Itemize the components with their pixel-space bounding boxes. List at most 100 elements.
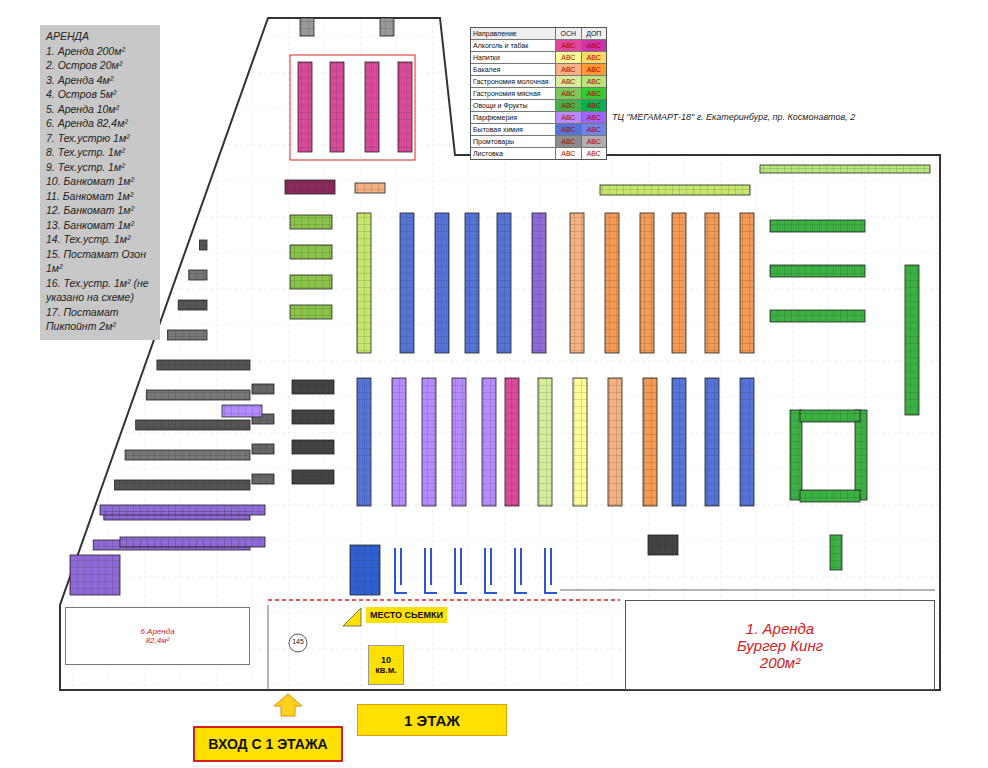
legend-text: Листовка [471,148,556,159]
shelf-unit [70,555,120,595]
shelf-cells [855,410,867,500]
shelf-unit [452,378,466,506]
area-label: 1. Аренда 200м² [46,44,156,59]
shelf-cells [672,378,686,506]
shelf-unit [482,378,496,506]
shelf-cells [365,62,379,152]
area-label: 6 Аренда 82,4м² [128,627,188,645]
area-label: 15. Постамат Озон 1м² [46,247,156,276]
checkout-counter [515,548,527,593]
table-cell: АВС [587,114,601,121]
checkout-counter [395,548,407,593]
shelf-unit [800,410,860,422]
shelf-cells [505,378,519,506]
shelf-cells [672,213,686,353]
entrance-arrow [274,694,302,716]
legend-row: НапиткиАВСАВС [471,51,606,63]
shelf-unit [505,378,519,506]
legend-swatch: АВС [556,40,581,51]
shelf-cells [292,410,334,424]
zone-frame [290,55,415,160]
table-cell: АВС [587,54,601,61]
area-label: 1 ЭТАЖ [404,712,460,729]
legend-text: Парфюмерия [471,112,556,123]
checkout-counter [455,548,467,593]
photo-marker [343,608,361,626]
shelf-unit [292,380,334,394]
shelf-unit [114,480,250,490]
checkout-counter [485,548,497,593]
shelf-cells [605,213,619,353]
table-cell: АВС [587,42,601,49]
shelf-cells [252,384,274,394]
shelf-unit [435,213,449,353]
shelf-cells [452,378,466,506]
legend-row: БакалеяАВСАВС [471,63,606,75]
shelf-cells [648,535,678,555]
shelf-unit [648,535,678,555]
extra-swatch: АВС [582,112,606,123]
table-cell: АВС [587,102,601,109]
shelf-cells [905,265,919,415]
shelf-unit [290,245,332,259]
table-cell: АВС [587,66,601,73]
legend-header: НаправлениеОСНДОП [471,28,606,39]
shelf-cells [189,270,207,280]
shelf-unit [168,330,207,340]
shelf-cells [298,62,312,152]
shelf-cells [199,240,207,250]
shelf-cells [643,378,657,506]
building-floor [60,18,940,690]
legend-row: Бытовая химияАВСАВС [471,123,606,135]
text-holder: 1. Аренда Бургер Кинг 200м² [720,620,840,671]
shelf-unit [855,410,867,500]
table-cell: АВС [561,66,575,73]
shelf-unit [608,378,622,506]
legend-swatch: АВС [556,64,581,75]
area-label: 10. Банкомат 1м² [46,174,156,189]
table-cell: АВС [587,90,601,97]
shelf-unit [740,378,754,506]
shelf-cells [435,213,449,353]
shelf-cells [770,265,865,277]
table-cell: АВС [561,150,575,157]
floor-tag: 1 ЭТАЖ [357,704,507,736]
callout-number: 145 [290,638,306,645]
shelf-unit [532,213,546,353]
shelf-cells [290,245,332,259]
shelf-unit [800,490,860,502]
shelf-cells [350,545,380,595]
shelf-unit [290,275,332,289]
area-label: 2. Остров 20м² [46,58,156,73]
area-label: 4. Остров 5м² [46,87,156,102]
photo-spot-tag: МЕСТО СЬЕМКИ [366,607,447,623]
area-label: 14. Тех.устр. 1м² [46,232,156,247]
shelf-cells [210,210,211,220]
shelf-cells [70,555,120,595]
table-cell: АВС [587,78,601,85]
table-cell: АВС [561,126,575,133]
shelf-cells [800,490,860,502]
shelf-cells [252,444,274,454]
shelf-cells [600,185,750,195]
shelf-unit [100,505,265,515]
checkout-barrier [268,599,620,601]
shelf-unit [157,360,250,370]
legend-text: Овощи и Фрукты [471,100,556,111]
shelf-cells [114,480,250,490]
area-label: 5. Аренда 10м² [46,102,156,117]
shelf-unit [199,240,207,250]
legend-swatch: АВС [556,112,581,123]
legend-row: ПромтоварыАВСАВС [471,135,606,147]
shelf-cells [125,450,250,460]
shelf-unit [705,213,719,353]
shelf-unit [300,18,314,36]
shelf-unit [605,213,619,353]
shelf-cells [290,305,332,319]
legend-row: Алкоголь и табакАВСАВС [471,39,606,51]
extra-swatch: АВС [582,40,606,51]
plan-title: ТЦ "МЕГАМАРТ-18" г. Екатеринбург, пр. Ко… [612,112,855,122]
legend-text: Промтовары [471,136,556,147]
table-header: ОСН [556,28,581,39]
extra-swatch: АВС [582,52,606,63]
